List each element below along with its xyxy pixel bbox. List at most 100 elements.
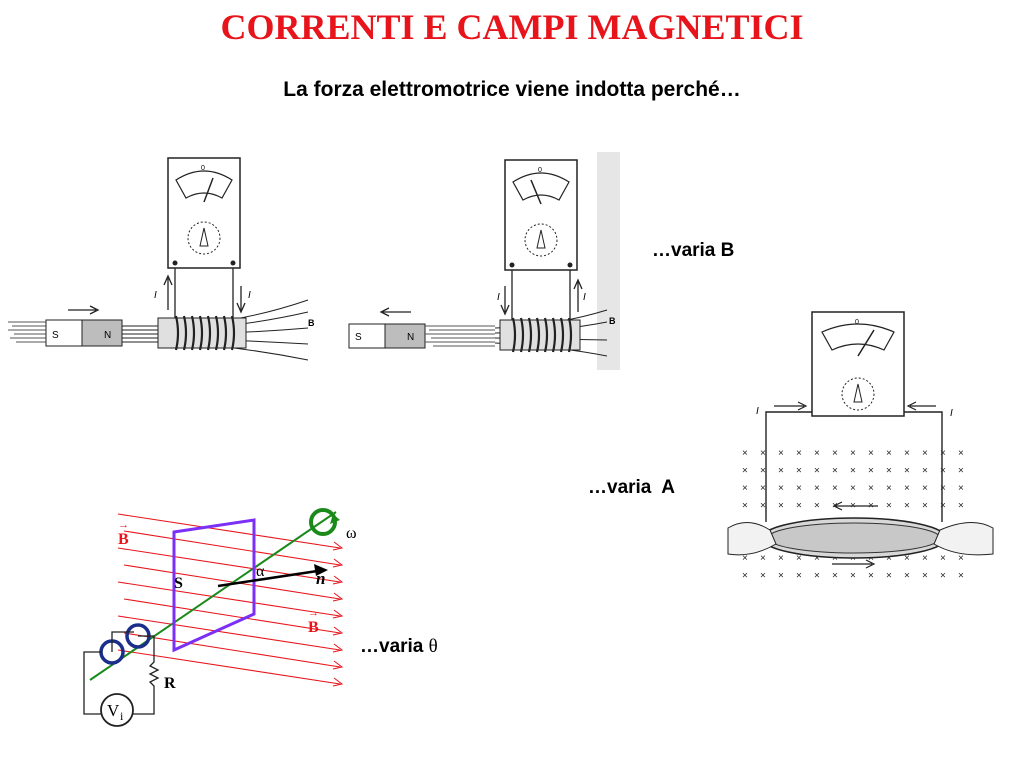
svg-text:×: × bbox=[940, 571, 946, 582]
svg-text:×: × bbox=[778, 466, 784, 477]
svg-text:V: V bbox=[107, 701, 120, 720]
svg-text:×: × bbox=[886, 501, 892, 512]
normal-vector bbox=[217, 568, 325, 588]
svg-text:×: × bbox=[832, 571, 838, 582]
svg-text:×: × bbox=[832, 466, 838, 477]
svg-text:×: × bbox=[868, 571, 874, 582]
svg-text:×: × bbox=[940, 553, 946, 564]
svg-text:×: × bbox=[760, 553, 766, 564]
svg-text:I: I bbox=[154, 290, 157, 301]
svg-text:×: × bbox=[832, 553, 838, 564]
svg-text:×: × bbox=[922, 501, 928, 512]
svg-text:×: × bbox=[796, 448, 802, 459]
caption-varia-theta: …varia θ bbox=[360, 636, 438, 657]
svg-text:×: × bbox=[922, 553, 928, 564]
svg-text:×: × bbox=[904, 553, 910, 564]
svg-text:→: → bbox=[308, 607, 319, 619]
svg-text:×: × bbox=[904, 483, 910, 494]
svg-text:×: × bbox=[958, 571, 964, 582]
meter-zero: 0 bbox=[201, 165, 205, 172]
svg-text:×: × bbox=[778, 571, 784, 582]
svg-text:R: R bbox=[164, 675, 176, 692]
svg-text:×: × bbox=[796, 466, 802, 477]
svg-text:×: × bbox=[742, 466, 748, 477]
figure-magnet-in: 0 I I S N B bbox=[8, 150, 338, 375]
loop bbox=[172, 518, 256, 653]
slide-subtitle: La forza elettromotrice viene indotta pe… bbox=[283, 78, 741, 101]
svg-text:×: × bbox=[868, 483, 874, 494]
svg-text:×: × bbox=[742, 448, 748, 459]
svg-text:×: × bbox=[904, 501, 910, 512]
svg-text:I: I bbox=[756, 406, 759, 417]
svg-text:×: × bbox=[922, 448, 928, 459]
svg-text:×: × bbox=[886, 448, 892, 459]
svg-text:B: B bbox=[609, 316, 616, 326]
svg-text:×: × bbox=[904, 571, 910, 582]
svg-text:B: B bbox=[118, 531, 129, 548]
svg-text:×: × bbox=[814, 501, 820, 512]
svg-text:×: × bbox=[940, 483, 946, 494]
svg-text:×: × bbox=[940, 448, 946, 459]
svg-text:×: × bbox=[850, 571, 856, 582]
svg-text:×: × bbox=[958, 501, 964, 512]
svg-text:B: B bbox=[308, 619, 319, 636]
galvanometer: 0 bbox=[811, 311, 905, 417]
svg-text:×: × bbox=[850, 448, 856, 459]
svg-text:×: × bbox=[760, 448, 766, 459]
svg-text:×: × bbox=[868, 448, 874, 459]
svg-text:S: S bbox=[355, 332, 362, 343]
svg-text:×: × bbox=[814, 571, 820, 582]
svg-text:×: × bbox=[778, 448, 784, 459]
svg-text:×: × bbox=[958, 483, 964, 494]
svg-text:×: × bbox=[904, 466, 910, 477]
svg-text:×: × bbox=[778, 501, 784, 512]
svg-text:→: → bbox=[118, 519, 129, 531]
svg-text:×: × bbox=[742, 501, 748, 512]
svg-text:N: N bbox=[104, 330, 111, 341]
svg-text:×: × bbox=[814, 448, 820, 459]
svg-text:×: × bbox=[832, 448, 838, 459]
svg-text:×: × bbox=[778, 553, 784, 564]
svg-text:→: → bbox=[313, 565, 324, 577]
svg-text:n: n bbox=[316, 569, 325, 588]
svg-text:×: × bbox=[742, 483, 748, 494]
svg-text:×: × bbox=[742, 553, 748, 564]
svg-text:×: × bbox=[958, 553, 964, 564]
svg-text:I: I bbox=[497, 292, 500, 303]
svg-text:i: i bbox=[120, 709, 124, 723]
svg-text:S: S bbox=[174, 575, 183, 592]
svg-text:×: × bbox=[796, 553, 802, 564]
svg-text:×: × bbox=[886, 571, 892, 582]
svg-text:×: × bbox=[922, 571, 928, 582]
slide-title: CORRENTI E CAMPI MAGNETICI bbox=[220, 7, 804, 47]
svg-text:×: × bbox=[832, 483, 838, 494]
field-crosses: × × × × × × × × × × × × × × × × × × × × × × × × × × × × × × × × × × × × × × × ×… bbox=[742, 448, 964, 582]
svg-text:×: × bbox=[814, 553, 820, 564]
rotation-axis bbox=[89, 511, 337, 681]
svg-text:I: I bbox=[248, 290, 251, 301]
svg-text:×: × bbox=[940, 466, 946, 477]
galvanometer: 0 bbox=[167, 157, 241, 269]
caption-varia-a: …varia A bbox=[588, 477, 675, 498]
svg-text:α: α bbox=[256, 563, 265, 580]
svg-text:×: × bbox=[922, 483, 928, 494]
svg-text:×: × bbox=[814, 483, 820, 494]
svg-text:×: × bbox=[886, 466, 892, 477]
svg-text:B: B bbox=[308, 318, 315, 328]
svg-text:×: × bbox=[760, 571, 766, 582]
svg-text:×: × bbox=[958, 448, 964, 459]
svg-text:×: × bbox=[868, 466, 874, 477]
svg-text:×: × bbox=[850, 483, 856, 494]
svg-text:×: × bbox=[886, 483, 892, 494]
caption-varia-b: …varia B bbox=[652, 240, 735, 261]
voltmeter bbox=[100, 693, 134, 727]
svg-text:×: × bbox=[778, 483, 784, 494]
figure-loop-area: 0 I I ××××××××××××××××××××××××××××××××××… bbox=[727, 311, 994, 582]
svg-text:×: × bbox=[760, 466, 766, 477]
svg-text:0: 0 bbox=[538, 167, 542, 174]
figure-magnet-out: 0 I I S N B bbox=[345, 152, 620, 370]
svg-text:×: × bbox=[760, 483, 766, 494]
svg-text:×: × bbox=[760, 501, 766, 512]
svg-text:×: × bbox=[796, 483, 802, 494]
svg-text:×: × bbox=[958, 466, 964, 477]
